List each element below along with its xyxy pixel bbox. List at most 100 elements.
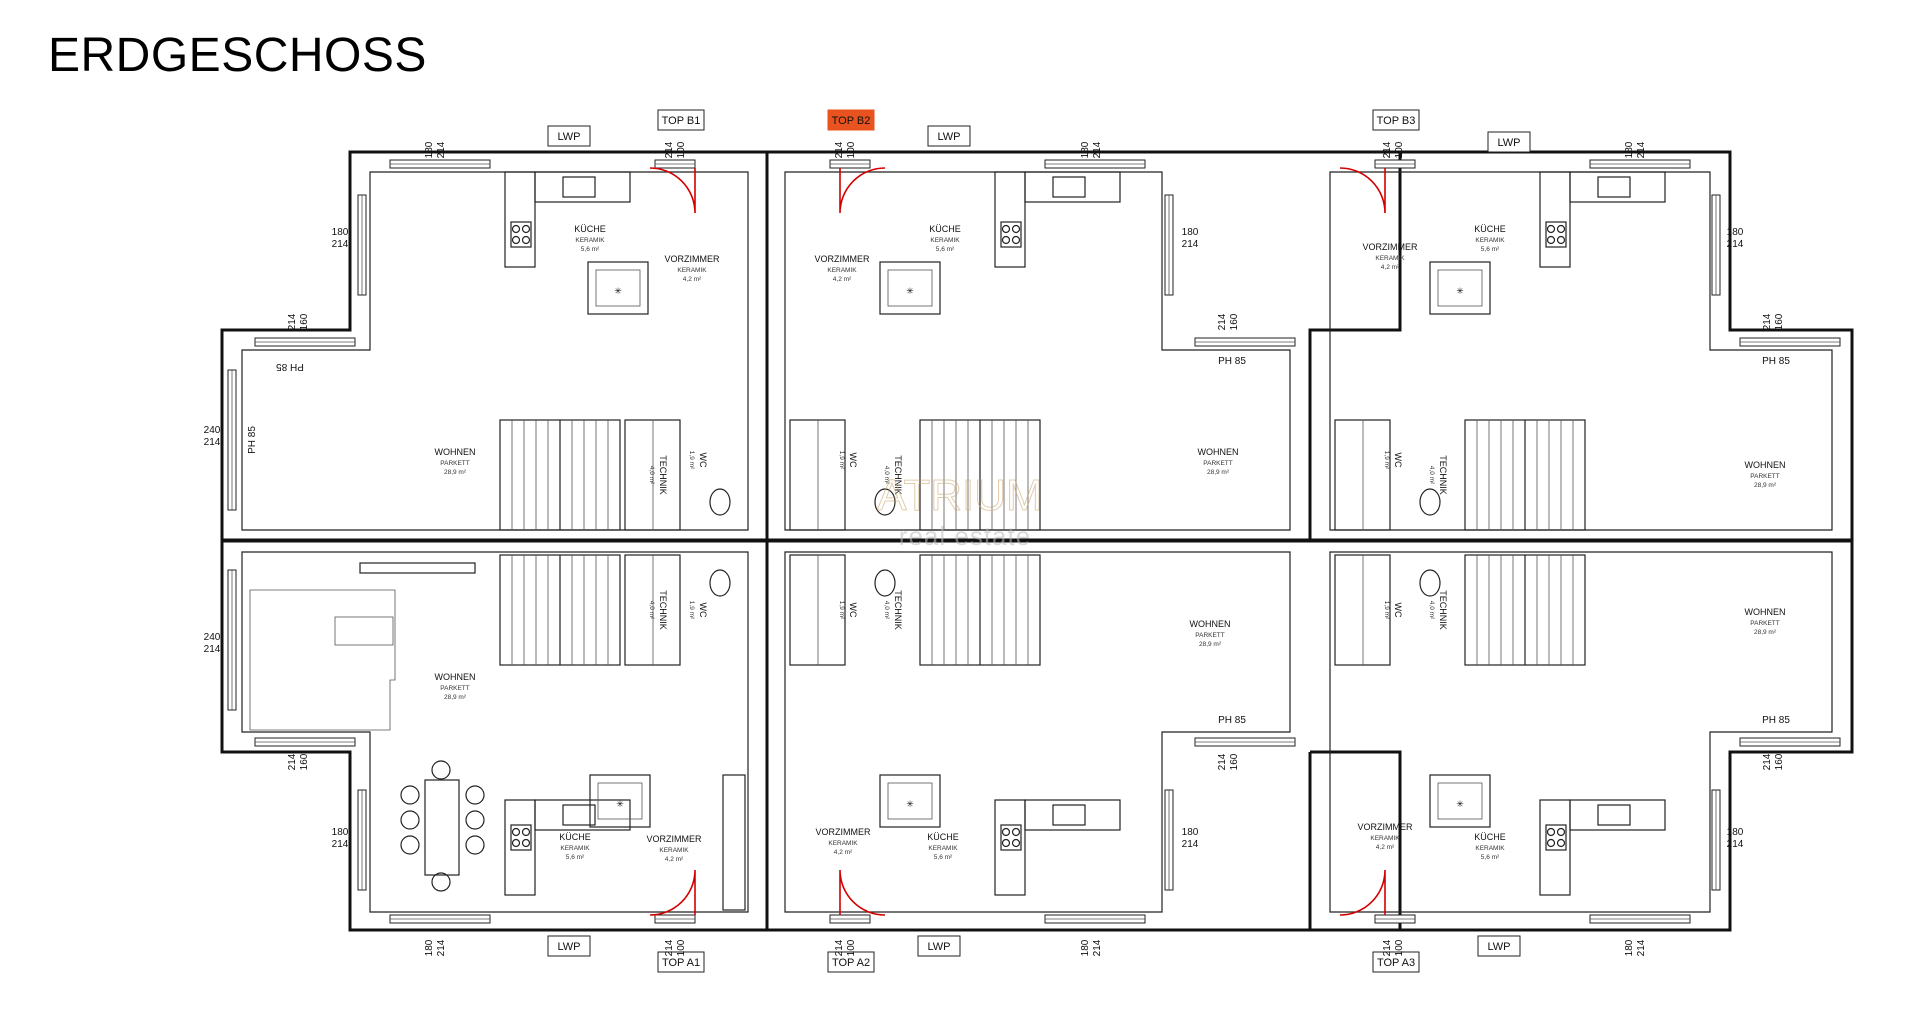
room-name: WOHNEN bbox=[1190, 619, 1231, 629]
inner-wall-b3 bbox=[1329, 171, 1833, 531]
dim-ph-a3-a: 214 bbox=[1762, 753, 1773, 770]
kitchen-b3-burner bbox=[1546, 235, 1556, 245]
room-area: 4,0 m² bbox=[1428, 601, 1435, 620]
dim-ph-a2-b: 160 bbox=[1229, 753, 1240, 770]
dim-left-a1-b: 214 bbox=[204, 644, 221, 655]
dim-top-b1-door-a: 214 bbox=[664, 141, 675, 158]
room-area: 28,9 m² bbox=[1207, 469, 1230, 476]
room-area: 4,0 m² bbox=[648, 601, 655, 620]
room-area: 5,6 m² bbox=[1481, 854, 1500, 861]
dim-top-b3-door-a: 214 bbox=[1382, 141, 1393, 158]
room-floor: PARKETT bbox=[440, 685, 470, 692]
kitchen-a3-stove bbox=[1545, 824, 1567, 851]
fireplace-3 bbox=[1429, 261, 1491, 315]
fireplace-insert bbox=[1437, 269, 1483, 307]
outer-wall-bottom-right bbox=[1308, 540, 1854, 932]
room-area: 28,9 m² bbox=[444, 469, 467, 476]
entrance-door-2 bbox=[839, 167, 886, 214]
kitchen-a2-burner bbox=[1011, 827, 1021, 837]
toilet-icon bbox=[1419, 488, 1441, 516]
dim-bottom-a1-door-b: 100 bbox=[676, 939, 687, 956]
tag-top-a3-box bbox=[1372, 951, 1420, 973]
room-area: 1,9 m² bbox=[1383, 451, 1390, 470]
kitchen-b3-burner bbox=[1556, 235, 1566, 245]
lwp-box-6 bbox=[1477, 935, 1521, 957]
wc-block-4 bbox=[624, 554, 681, 666]
ph-label: PH 85 bbox=[1218, 356, 1246, 367]
dim-top-b3-door-b: 100 bbox=[1394, 141, 1405, 158]
tv-board-a1 bbox=[334, 616, 394, 646]
fireplace-star-icon: ✳ bbox=[906, 286, 914, 296]
kitchen-a3-counter bbox=[1539, 799, 1571, 896]
ph-label: PH 85 bbox=[1762, 356, 1790, 367]
dim-top-b1-win-b: 214 bbox=[436, 141, 447, 158]
media-bench-a1 bbox=[359, 562, 476, 574]
kitchen-a2-counter bbox=[994, 799, 1026, 896]
dim-left-b1-b: 214 bbox=[204, 437, 221, 448]
wc-block-6 bbox=[1334, 554, 1391, 666]
dining-chair-icon bbox=[400, 835, 420, 855]
dim-bottom-a1-win-a: 180 bbox=[424, 939, 435, 956]
lwp-label: LWP bbox=[557, 941, 580, 953]
wardrobe-a1 bbox=[722, 774, 746, 911]
kitchen-b2-burner bbox=[1001, 235, 1011, 245]
toilet-icon bbox=[709, 488, 731, 516]
dim-side-a3-b: 214 bbox=[1727, 839, 1744, 850]
room-floor: KERAMIK bbox=[928, 845, 958, 852]
kitchen-b2-burner bbox=[1001, 224, 1011, 234]
dim-bottom-a2-door-a: 214 bbox=[834, 939, 845, 956]
room-floor: KERAMIK bbox=[677, 267, 707, 274]
fireplace-insert bbox=[1437, 782, 1483, 820]
room-area: 4,2 m² bbox=[1376, 844, 1395, 851]
lwp-label: LWP bbox=[1487, 941, 1510, 953]
watermark-brand: ATRIUM bbox=[877, 471, 1042, 520]
room-name: WOHNEN bbox=[1745, 460, 1786, 470]
room-name: WOHNEN bbox=[435, 672, 476, 682]
kitchen-a1-burner bbox=[521, 827, 531, 837]
room-area: 1,9 m² bbox=[688, 451, 695, 470]
lwp-box-3 bbox=[1487, 131, 1531, 153]
room-floor: KERAMIK bbox=[1375, 255, 1405, 262]
dim-top-b1-door-b: 100 bbox=[676, 141, 687, 158]
room-area: 5,6 m² bbox=[934, 854, 953, 861]
dim-ph-b1-b: 160 bbox=[299, 313, 310, 330]
kitchen-a3-burner bbox=[1556, 838, 1566, 848]
dim-top-b3-win-a: 180 bbox=[1624, 141, 1635, 158]
fireplace-star-icon: ✳ bbox=[906, 799, 914, 809]
kitchen-a2-burner bbox=[1001, 838, 1011, 848]
dining-chair-icon bbox=[400, 810, 420, 830]
dim-side-a3-a: 180 bbox=[1727, 827, 1744, 838]
kitchen-b2-burner bbox=[1011, 235, 1021, 245]
kitchen-b3-burner bbox=[1556, 224, 1566, 234]
room-name: VORZIMMER bbox=[1363, 242, 1418, 252]
room-name: VORZIMMER bbox=[816, 827, 871, 837]
tag-top-a2: TOP A2 bbox=[832, 957, 870, 969]
dim-ph-b2-a: 214 bbox=[1217, 313, 1228, 330]
dim-top-b2-door-b: 100 bbox=[846, 141, 857, 158]
dim-ph-b1-a: 214 bbox=[287, 313, 298, 330]
room-name: WC bbox=[698, 603, 708, 618]
tag-top-b3: TOP B3 bbox=[1377, 115, 1416, 127]
outer-wall-bottom-left bbox=[220, 540, 1402, 932]
room-name: VORZIMMER bbox=[647, 834, 702, 844]
dim-side-a1-a: 180 bbox=[332, 827, 349, 838]
fireplace-5 bbox=[879, 774, 941, 828]
room-floor: KERAMIK bbox=[1370, 835, 1400, 842]
dim-bottom-a3-door-b: 100 bbox=[1394, 939, 1405, 956]
room-area: 5,6 m² bbox=[936, 246, 955, 253]
room-area: 5,6 m² bbox=[581, 246, 600, 253]
room-area: 28,9 m² bbox=[1754, 629, 1777, 636]
dim-side-b1-b: 214 bbox=[332, 239, 349, 250]
room-name: TECHNIK bbox=[1438, 590, 1448, 630]
room-floor: KERAMIK bbox=[575, 237, 605, 244]
dim-top-b2-door-a: 214 bbox=[834, 141, 845, 158]
dim-side-b3-b: 214 bbox=[1727, 239, 1744, 250]
room-name: WOHNEN bbox=[1198, 447, 1239, 457]
dining-chair-icon bbox=[400, 785, 420, 805]
wc-block-2 bbox=[789, 419, 846, 531]
room-name: WOHNEN bbox=[435, 447, 476, 457]
tag-top-a2-box bbox=[827, 951, 875, 973]
dim-ph-b3-b: 160 bbox=[1774, 313, 1785, 330]
fireplace-insert bbox=[887, 782, 933, 820]
room-name: WOHNEN bbox=[1745, 607, 1786, 617]
